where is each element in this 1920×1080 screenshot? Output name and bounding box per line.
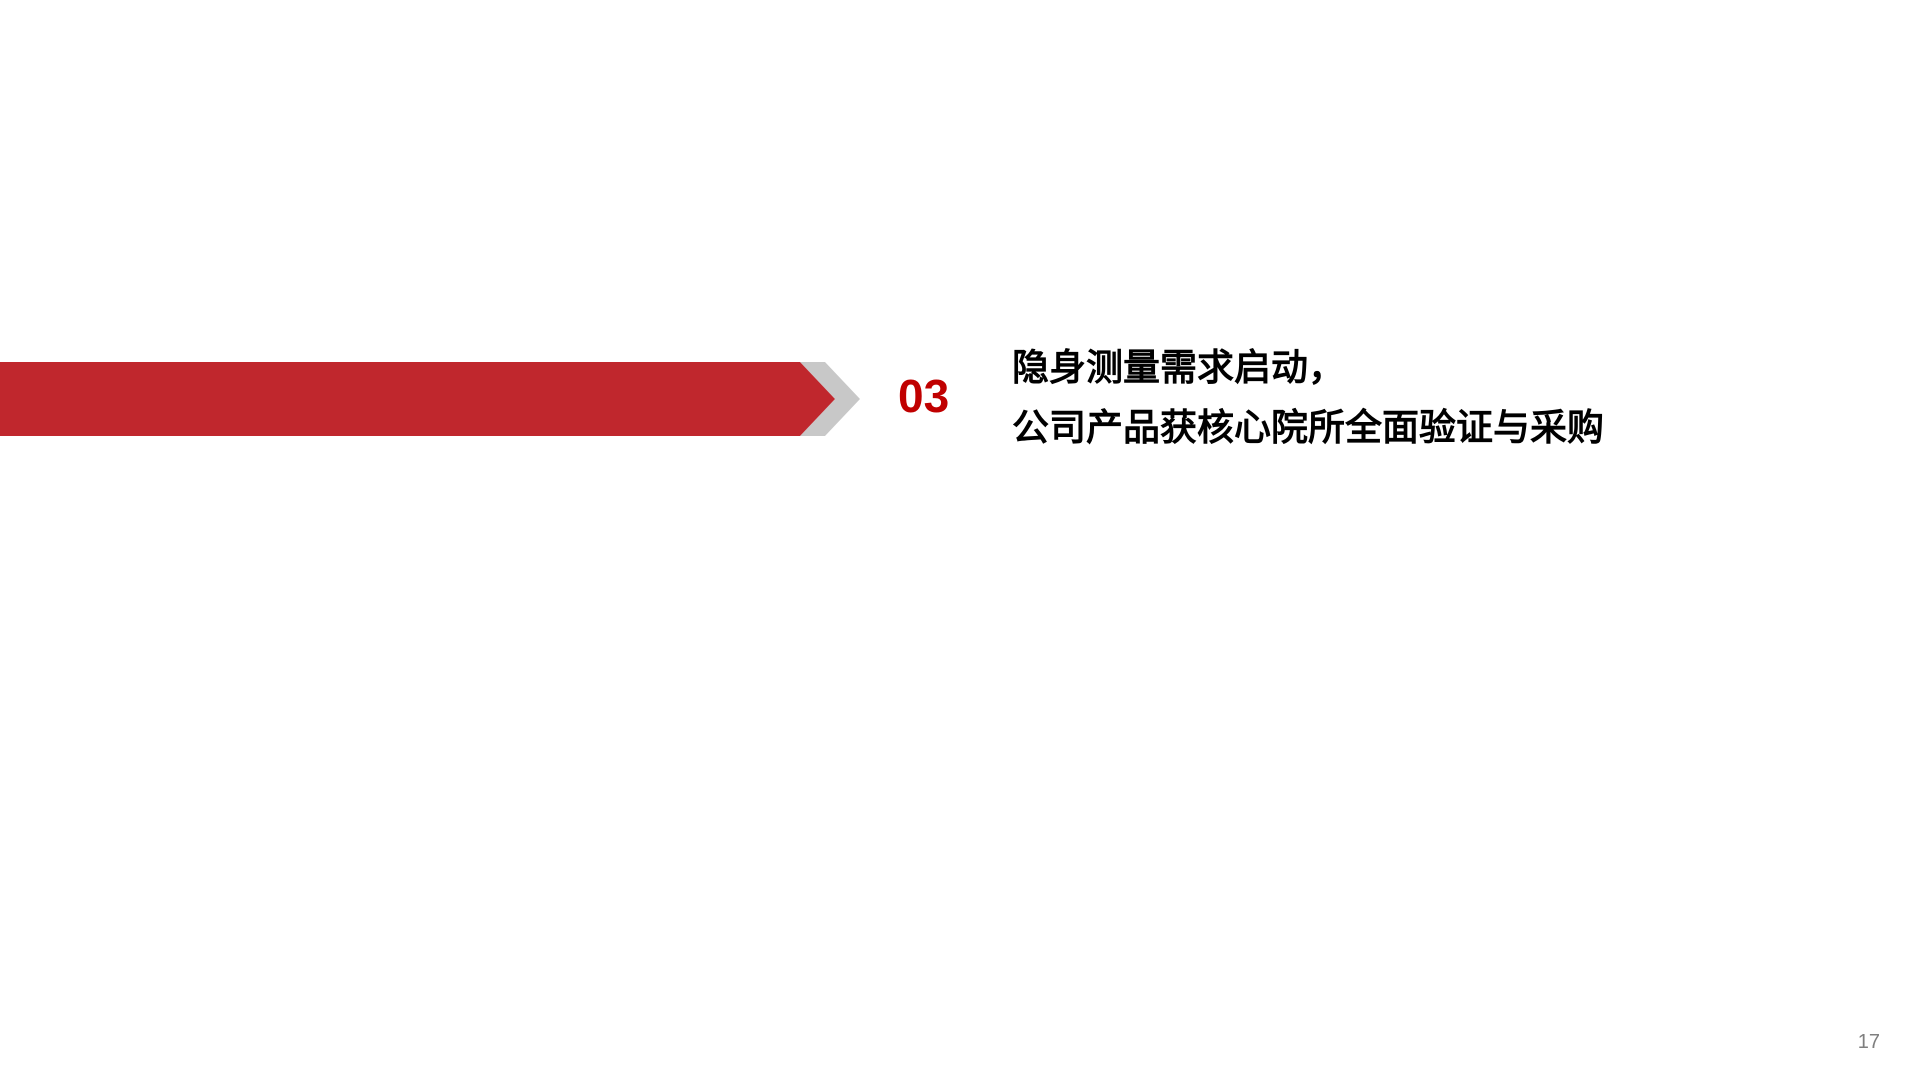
banner-arrow-shadow (800, 362, 860, 436)
section-title-line-1: 隐身测量需求启动， (1012, 346, 1345, 389)
section-banner-arrow (0, 362, 860, 436)
banner-arrow-bar (0, 362, 835, 436)
section-title: 隐身测量需求启动， 公司产品获核心院所全面验证与采购 (1012, 338, 1852, 458)
section-title-line-2: 公司产品获核心院所全面验证与采购 (1012, 406, 1604, 449)
page-number: 17 (1857, 1031, 1880, 1053)
section-number: 03 (898, 370, 950, 422)
